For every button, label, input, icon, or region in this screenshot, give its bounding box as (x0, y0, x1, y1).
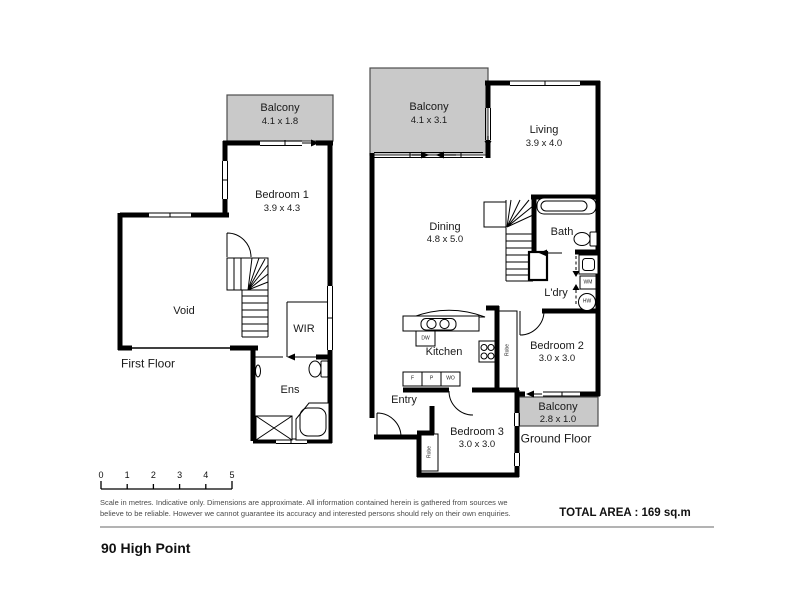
gf-bath-door-arrow (539, 249, 547, 257)
gf-laundry-label: L'dry (544, 286, 568, 299)
footer-divider (100, 526, 714, 528)
ff-ens-fixtures (255, 360, 330, 441)
gf-understair-cupboard (527, 250, 549, 282)
gf-bedroom2-label: Bedroom 2 (530, 339, 584, 352)
gf-balcony-upper-label: Balcony (409, 100, 449, 113)
ff-wir-lines (255, 301, 327, 358)
scale-tick-5: 5 (229, 470, 235, 480)
gf-living-dims: 3.9 x 4.0 (525, 137, 563, 149)
ground-floor-plan (369, 67, 601, 478)
gf-bed3-door-arc (448, 390, 474, 416)
ff-windows (149, 140, 333, 444)
gf-cooktop (478, 340, 497, 363)
gf-wm-label: WM (583, 278, 593, 285)
gf-balcony-slider-arrow (421, 151, 429, 159)
gf-bed2-balcony-arrow (526, 390, 534, 398)
ff-wir-entry-arrow (287, 353, 295, 361)
gf-dining-label: Dining (429, 220, 461, 233)
gf-bedroom2-dims: 3.0 x 3.0 (538, 352, 576, 364)
gf-balcony-upper-dims: 4.1 x 3.1 (410, 114, 448, 126)
gf-breakfast-bar (412, 309, 486, 318)
gf-pantry-label: P (429, 375, 434, 382)
scale-tick-4: 4 (203, 470, 209, 480)
ff-bed1-door-arc (226, 232, 252, 258)
gf-door-arrows (412, 136, 580, 398)
ff-balcony-label: Balcony (260, 101, 300, 114)
ff-balcony-dims: 4.1 x 1.8 (261, 115, 299, 127)
disclaimer-line2: believe to be reliable. However we canno… (100, 508, 511, 518)
ff-floor-label: First Floor (121, 356, 175, 371)
gf-bedroom3-label: Bedroom 3 (450, 425, 504, 438)
gf-bed2-door-arc (519, 310, 545, 336)
ff-balcony-area (226, 94, 334, 142)
gf-stairs (483, 199, 534, 282)
gf-laundry-passage-arrow-down (572, 271, 580, 277)
property-title: 90 High Point (101, 540, 191, 556)
gf-washing-machine (579, 275, 597, 290)
gf-wall-oven-box (440, 371, 461, 387)
gf-robe-bed3-label: Robe (425, 446, 432, 458)
gf-balcony-upper-area (369, 67, 489, 156)
gf-walls (369, 80, 601, 478)
gf-entry-door-arc (376, 412, 402, 438)
ff-corner-bath (295, 402, 330, 441)
ff-toilet-bowl (308, 360, 322, 378)
gf-balcony-slider-arrow (436, 151, 444, 159)
scale-tick-2: 2 (150, 470, 156, 480)
scale-tick-3: 3 (177, 470, 183, 480)
gf-balcony-lower-label: Balcony (538, 400, 578, 413)
gf-wall-oven-label: WO (446, 375, 455, 382)
scale-tick-0: 0 (98, 470, 104, 480)
ff-walls (117, 140, 333, 444)
ff-toilet-tank (320, 360, 329, 378)
gf-hw-label: HW (582, 298, 592, 305)
ff-door-jamb-dot (255, 364, 261, 378)
scale-bar (100, 481, 233, 490)
gf-laundry-passage-arrow-up (572, 284, 580, 290)
gf-living-label: Living (529, 123, 559, 136)
gf-hot-water-unit (578, 293, 596, 311)
first-floor-plan (117, 94, 334, 444)
ff-wir-label: WIR (293, 322, 315, 335)
scale-tick-1: 1 (124, 470, 130, 480)
gf-fridge-label: F (410, 375, 415, 382)
gf-dishwasher (415, 330, 436, 347)
gf-bath-laundry-fixtures (536, 197, 599, 311)
gf-entry-label: Entry (391, 393, 417, 406)
gf-bedroom3-dims: 3.0 x 3.0 (458, 438, 496, 450)
ff-door-arrows (287, 139, 319, 361)
total-area-label: TOTAL AREA : 169 sq.m (559, 507, 691, 519)
ff-ens-label: Ens (280, 383, 300, 396)
gf-sink (420, 318, 457, 331)
gf-robe-bed3-box (420, 433, 439, 472)
gf-bath-label: Bath (550, 225, 574, 238)
gf-living-balcony-arrow (484, 141, 492, 148)
ff-void-label: Void (173, 304, 195, 317)
gf-dining-dims: 4.8 x 5.0 (426, 233, 464, 245)
ff-slider-arrow (311, 139, 319, 147)
ff-bedroom1-dims: 3.9 x 4.3 (263, 202, 301, 214)
gf-dw-label: DW (421, 334, 430, 341)
gf-balcony-lower-dims: 2.8 x 1.0 (539, 413, 577, 425)
ff-stairs (226, 257, 269, 338)
gf-toilet-bowl (573, 232, 591, 246)
gf-robe-bed2-box (498, 310, 518, 390)
gf-floor-label: Ground Floor (520, 431, 592, 446)
gf-bathtub (536, 197, 597, 215)
gf-kitchen-label: Kitchen (425, 345, 463, 358)
ff-bedroom1-label: Bedroom 1 (255, 188, 309, 201)
gf-robe-bed2-label: Robe (504, 344, 511, 356)
gf-laundry-tub (578, 254, 599, 275)
gf-kitchen-fixtures (402, 309, 497, 387)
disclaimer-line1: Scale in metres. Indicative only. Dimens… (100, 498, 508, 507)
gf-toilet-tank (589, 231, 598, 247)
gf-windows (374, 80, 580, 466)
